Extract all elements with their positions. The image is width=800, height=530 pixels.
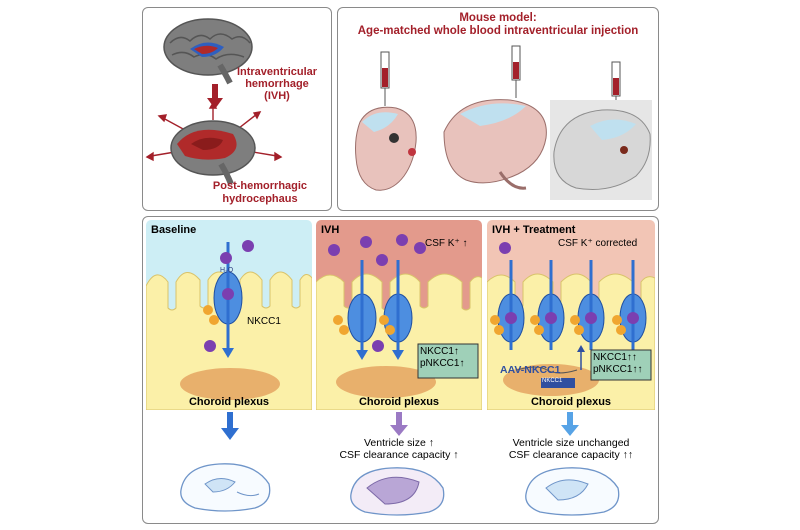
ivh-label: Intraventricular hemorrhage (IVH) [222, 66, 332, 102]
ivh-outcome: Ventricle size ↑ CSF clearance capacity … [316, 437, 482, 461]
ivh-label-line3: (IVH) [264, 90, 290, 102]
hydrocephalus-label: Post-hemorrhagic hydrocephaus [190, 180, 330, 206]
progression-arrow-icon [207, 84, 223, 109]
treatment-outcome-line2: CSF clearance capacity [508, 449, 620, 461]
ivh-outcome-line2: CSF clearance capacity [339, 449, 451, 461]
mouse-adult-icon [550, 100, 652, 200]
up-arrow-icon: ↑ [425, 437, 435, 449]
up-arrow-icon: ↑ [453, 346, 459, 357]
treatment-outcome-line1: Ventricle size unchanged [512, 437, 630, 449]
up-arrow-icon: ↑ [450, 449, 459, 461]
baseline-transporter-group: H₂O [203, 240, 254, 358]
ivh-csf-k-label: CSF K⁺ ↑ [425, 238, 468, 249]
treatment-nkcc1-box: NKCC1↑↑ pNKCC1↑↑ [593, 352, 655, 376]
treatment-cell-panel [487, 220, 655, 410]
brain-sagittal-icon [180, 463, 271, 512]
treatment-outcome: Ventricle size unchanged CSF clearance c… [487, 437, 655, 461]
hydrocephalus-label-line2: hydrocephaus [222, 193, 298, 205]
ivh-csf-k-text: CSF K⁺ [425, 238, 460, 249]
treatment-box-line1: NKCC1 [593, 352, 627, 363]
mouse-model-title-line1: Mouse model: [459, 12, 537, 24]
treatment-outcome-arrow [561, 412, 579, 436]
treatment-choroid-label: Choroid plexus [530, 396, 612, 408]
treatment-aav-label: AAV-NKCC1 [500, 364, 561, 376]
ivh-nkcc1-box: NKCC1↑ pNKCC1↑ [420, 346, 478, 370]
double-up-arrow-icon: ↑↑ [626, 352, 637, 363]
baseline-title: Baseline [151, 224, 197, 236]
phosphate-icon [209, 315, 219, 325]
ivh-outcome-arrow [390, 412, 408, 436]
syringe-icon [380, 45, 621, 116]
up-arrow-icon: ↑ [459, 238, 468, 249]
brain-sagittal-icon [350, 467, 445, 516]
ivh-box-line1: NKCC1 [420, 346, 454, 357]
potassium-ion-icon [204, 340, 216, 352]
baseline-outcome-arrow [221, 412, 239, 440]
ivh-label-line1: Intraventricular [236, 66, 318, 78]
potassium-ion-icon [220, 252, 232, 264]
treatment-box-line2: pNKCC1 [593, 364, 633, 375]
ivh-label-line2: hemorrhage [245, 78, 309, 90]
h2o-label: H₂O [220, 267, 234, 274]
ivh-cell-panel [316, 220, 482, 410]
double-up-arrow-icon: ↑↑ [632, 364, 643, 375]
ivh-title: IVH [321, 224, 340, 236]
baseline-nkcc1-label: NKCC1 [247, 316, 281, 327]
ivh-box-line2: pNKCC1 [420, 358, 460, 369]
treatment-nkcc1-tag: NKCC1 [542, 378, 563, 384]
ivh-outcome-line1: Ventricle size [363, 437, 426, 449]
ivh-brain-icon [163, 18, 253, 85]
treatment-title: IVH + Treatment [492, 224, 576, 236]
potassium-ion-icon [242, 240, 254, 252]
ivh-choroid-label: Choroid plexus [358, 396, 440, 408]
up-arrow-icon: ↑ [459, 358, 465, 369]
double-up-arrow-icon: ↑↑ [619, 449, 634, 461]
brain-sagittal-icon [525, 467, 620, 516]
hydrocephalus-label-line1: Post-hemorrhagic [212, 180, 308, 192]
mouse-pup-icon [443, 99, 547, 190]
mouse-model-title-line2: Age-matched whole blood intraventricular… [357, 25, 639, 37]
baseline-choroid-label: Choroid plexus [188, 396, 270, 408]
mouse-pup-icon [355, 106, 417, 191]
potassium-ion-icon [222, 288, 234, 300]
phosphate-icon [203, 305, 213, 315]
treatment-csf-k-label: CSF K⁺ corrected [558, 238, 638, 249]
mouse-model-illustration [355, 45, 652, 200]
hydrocephalus-brain-icon [145, 104, 283, 186]
mouse-model-title: Mouse model: Age-matched whole blood int… [337, 12, 659, 38]
